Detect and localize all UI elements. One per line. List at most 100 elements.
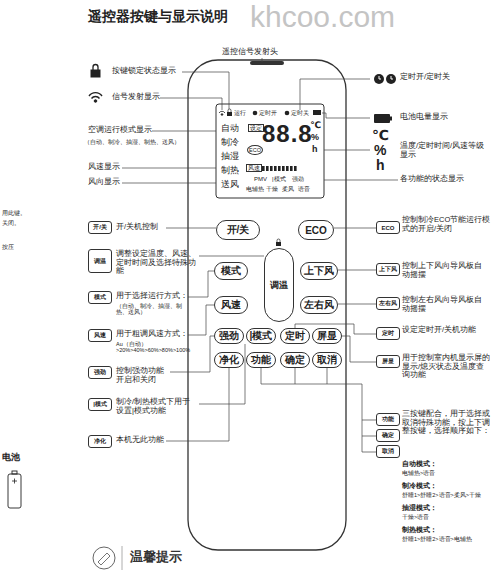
button-text: |模式	[250, 329, 273, 343]
button-text: 屏显	[317, 329, 337, 343]
label-text: （自动、制冷、抽湿、制热、送风）	[116, 303, 182, 315]
label-text: 用此键。	[2, 210, 26, 216]
button-text: 屏显	[382, 357, 394, 366]
annotation: |模式	[272, 176, 286, 183]
annotation: 设定定时开/关机功能	[402, 326, 482, 335]
button-text: 模式	[94, 293, 106, 302]
annotation: ECO	[247, 145, 263, 155]
annotation: 干燥>语音	[402, 514, 429, 520]
button-text: |模式	[93, 400, 107, 409]
annotation: 制冷	[221, 138, 239, 148]
button-text: 确定	[382, 431, 394, 440]
label-text: |模式	[272, 176, 286, 182]
label-text: 电辅热	[246, 186, 264, 192]
annotation: 风速显示	[88, 163, 120, 172]
label-text: 干燥>语音	[402, 514, 429, 520]
key-icon-box: 模式	[88, 291, 112, 304]
annotation: 送风	[221, 180, 239, 190]
label-text: 空调运行模式显示	[88, 125, 152, 134]
label-text: 风速	[248, 165, 260, 171]
annotation: 温度/定时时间/风速等级显示	[400, 142, 492, 159]
annotation: 用于粗调风速方式：	[116, 330, 188, 339]
annotation: 电辅热>语音	[402, 470, 435, 476]
page-title: 遥控器按键与显示说明	[88, 8, 228, 24]
button-text: ECO	[305, 225, 327, 236]
annotation: 语音	[298, 186, 310, 192]
annotation: 开/关机控制	[116, 223, 158, 232]
annotation: 自动模式：	[402, 460, 437, 468]
annotation: 定时关	[291, 110, 309, 117]
annotation: 用此键。	[2, 210, 26, 217]
annotation: 强劲	[292, 176, 304, 183]
remote-button: ECO	[298, 220, 334, 240]
annotation: Au（自动）>20%>40%>60%>80%>100%	[116, 341, 192, 354]
icons	[8, 65, 396, 571]
annotation: 制热模式：	[402, 526, 437, 534]
title-text: 遥控器按键与显示说明	[88, 8, 228, 24]
key-icon-box: 取消	[376, 445, 400, 458]
button-text: 净化	[94, 437, 106, 446]
annotation: 本机无此功能	[116, 436, 164, 445]
button-text: 取消	[382, 447, 394, 456]
annotation: 用于选择运行方式：	[116, 292, 188, 301]
label-text: 舒睡1>舒睡2>语音>电辅热	[402, 536, 472, 542]
label-text: %	[311, 132, 319, 142]
button-text: 取消	[317, 353, 337, 367]
annotation: 柔风	[282, 186, 294, 192]
remote-button: 净化	[214, 352, 244, 368]
button-text: 风速	[94, 331, 106, 340]
button-text: 调温	[270, 279, 288, 292]
label-text: 抽湿	[221, 151, 239, 161]
annotation: 舒睡1>舒睡2>语音>电辅热	[402, 536, 472, 542]
annotation: ℃	[372, 127, 389, 143]
remote-button: 上下风	[300, 262, 338, 280]
annotation: 电辅热	[246, 186, 264, 192]
annotation: 运行	[234, 110, 246, 117]
label-text: khcoo.com	[250, 0, 395, 33]
button-text: 调温	[94, 257, 106, 266]
key-icon-box: 定时	[376, 327, 400, 340]
button-text: 强劲	[94, 368, 106, 377]
button-text: 模式	[221, 264, 241, 278]
button-text: 上下风	[304, 264, 334, 278]
label-text: 舒睡1>舒睡2>语音>柔风>干燥	[402, 492, 481, 498]
key-icon-box: 净化	[88, 435, 112, 448]
key-icon-box: 风速	[88, 329, 112, 342]
annotation: h	[376, 157, 385, 173]
remote-button: 调温	[264, 248, 294, 322]
label-text: 控制上下风向导风板自动摇摆	[402, 261, 482, 279]
key-icon-box: ECO	[376, 221, 400, 234]
annotation: 遥控信号发射头	[222, 47, 278, 56]
annotation: 制热	[221, 166, 239, 176]
label-text: 设定	[250, 125, 262, 131]
label-text: 设定定时开/关机功能	[402, 325, 476, 334]
annotation: 信号发射显示	[112, 93, 160, 102]
label-text: 开/关机控制	[116, 222, 158, 231]
annotation: 电池电量显示	[400, 113, 448, 122]
label-text: 定时关	[291, 110, 309, 116]
button-text: 确定	[285, 353, 305, 367]
annotation: 按键锁定状态显示	[112, 67, 176, 76]
key-icon-box: |模式	[88, 398, 112, 411]
key-icon-box: 强劲	[88, 366, 112, 379]
label-text: 制冷	[221, 137, 239, 147]
label-text: 用于选择运行方式：	[116, 291, 188, 300]
label-text: 温馨提示	[130, 549, 182, 564]
button-text: 功能	[382, 415, 394, 424]
button-text: 开/关	[93, 223, 107, 232]
annotation: 定时开	[259, 110, 277, 117]
label-text: 各功能的状态显示	[400, 174, 464, 183]
key-icon-box: 调温	[88, 249, 112, 273]
annotation: 抽湿模式：	[402, 504, 437, 512]
label-text: 按键锁定状态显示	[112, 66, 176, 75]
annotation: 控制上下风向导风板自动摇摆	[402, 262, 482, 279]
label-text: 制冷/制热模式下用于设置|模式功能	[116, 397, 190, 415]
button-text: 开/关	[227, 223, 250, 237]
annotation: 抽湿	[221, 152, 239, 162]
annotation: 调整设定温度、风速、定时时间及选择特殊功能	[116, 250, 196, 276]
annotation: 温馨提示	[130, 550, 182, 565]
label-text: 88.8	[262, 120, 313, 147]
annotation: 各功能的状态显示	[400, 175, 464, 184]
